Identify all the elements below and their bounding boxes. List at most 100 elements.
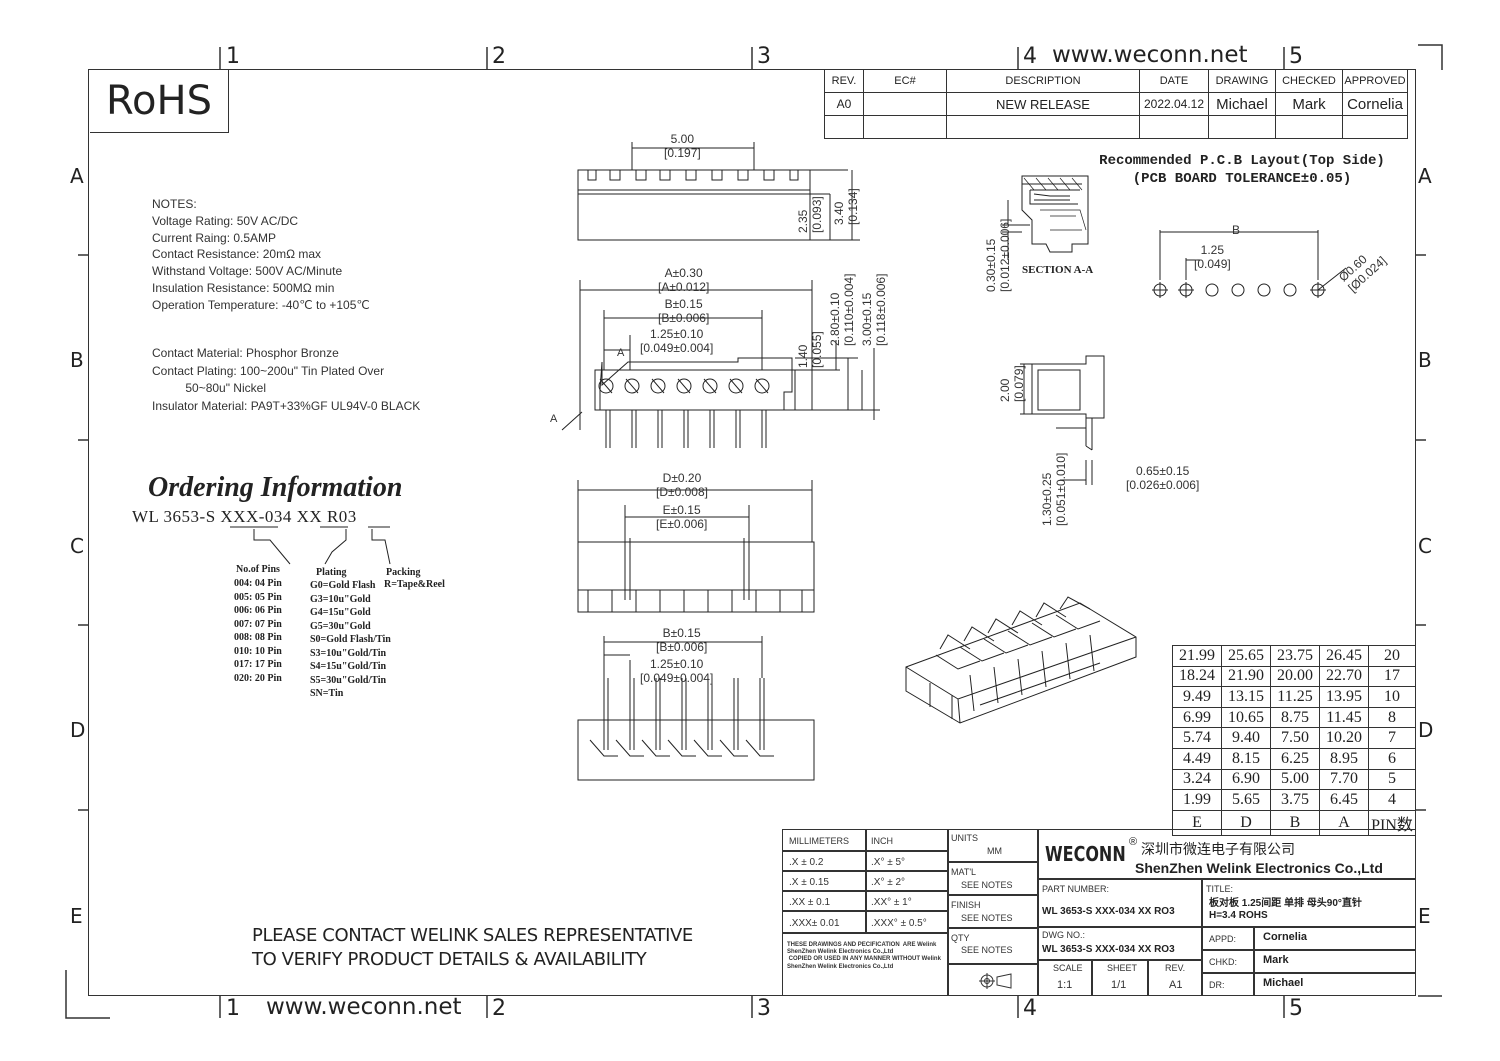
ec-header: EC# <box>863 69 947 93</box>
dim-top-width: 5.00[0.197] <box>664 132 701 160</box>
dim-b2: B±0.15[B±0.006] <box>656 626 707 654</box>
dim-value: 5.00 <box>670 132 695 146</box>
pin-table-cell: 3.75 <box>1270 789 1320 811</box>
dim-inch: [0.118±0.006] <box>874 273 888 346</box>
rev-cell: REV. A1 <box>1148 960 1202 996</box>
title-block: MILLIMETERS INCH .X ± 0.2 .X° ± 5° .X ± … <box>782 829 1416 996</box>
company-name-cn: 深圳市微连电子有限公司 <box>1141 841 1295 857</box>
pin-table-cell: 6.90 <box>1221 768 1271 791</box>
appd-label-cell: APPD: <box>1202 927 1254 950</box>
dim-inch: [0.012±0.006] <box>998 218 1012 292</box>
pins-label: No.of Pins <box>236 564 280 575</box>
website-top[interactable]: www.weconn.net <box>1052 42 1248 68</box>
pin-table-cell: 4.49 <box>1172 747 1222 770</box>
zone-row-b-right: B <box>1418 348 1432 372</box>
units-cell: UNITS MM <box>948 829 1038 862</box>
dim-value: 2.35 <box>796 209 810 233</box>
dim-value: A±0.30 <box>664 266 703 280</box>
sheet-cell: SHEET 1/1 <box>1092 960 1148 996</box>
dim-pin-height: 1.30±0.25[0.051±0.010] <box>1040 453 1068 526</box>
scale-label: SCALE <box>1053 963 1083 973</box>
dr-label: DR: <box>1209 980 1225 990</box>
tol-mm-4: .XXX± 0.01 <box>782 911 866 933</box>
section-mark-a-top: A <box>617 347 625 359</box>
zone-col-4: 4 <box>1023 44 1037 69</box>
rev-empty <box>1208 115 1276 139</box>
chkd-label: CHKD: <box>1209 957 1238 967</box>
drawing-border <box>88 69 1416 996</box>
dim-value: 1.40 <box>796 344 810 368</box>
pin-table-cell: E <box>1172 809 1222 836</box>
chkd-value: Mark <box>1263 954 1289 966</box>
title-cell: TITLE: 板对板 1.25间距 单排 母头90°直针 H=3.4 ROHS <box>1202 879 1416 927</box>
dwg-no-cell: DWG NO.: WL 3653-S XXX-034 XX RO3 <box>1038 927 1202 960</box>
zone-col-4-bottom: 4 <box>1023 996 1037 1021</box>
pin-table-cell: 11.45 <box>1319 706 1369 729</box>
matl-label: MAT'L <box>951 867 977 877</box>
brand-logo: WECONN <box>1045 842 1126 866</box>
pcb-dim-b: B <box>1232 223 1241 237</box>
notes-text: NOTES: Voltage Rating: 50V AC/DC Current… <box>152 197 370 312</box>
scale-cell: SCALE 1:1 <box>1038 960 1092 996</box>
tol-mm-1: .X ± 0.2 <box>782 851 866 871</box>
pin-table-cell: 6.99 <box>1172 706 1222 729</box>
appd-value: Cornelia <box>1263 931 1308 943</box>
dim-value: D±0.20 <box>662 471 702 485</box>
dim-side-height: 2.00[0.079] <box>998 365 1026 402</box>
pin-table-cell: B <box>1270 809 1320 836</box>
dim-inch: [0.079] <box>1012 365 1026 402</box>
pin-table-cell: 1.99 <box>1172 789 1222 811</box>
rev-header: REV. <box>824 69 864 93</box>
website-bottom[interactable]: www.weconn.net <box>266 994 462 1020</box>
tol-mm-3: .XX ± 0.1 <box>782 891 866 911</box>
pin-table-cell: 25.65 <box>1221 645 1271 667</box>
dim-inch: [0.110±0.004] <box>842 273 856 346</box>
dim-value: 1.30±0.25 <box>1040 472 1054 526</box>
dim-value: 0.65±0.15 <box>1136 464 1190 478</box>
zone-row-c-right: C <box>1418 534 1432 558</box>
pin-table-cell: 7.50 <box>1270 727 1320 749</box>
pin-table-cell: D <box>1221 809 1271 836</box>
ordering-title: Ordering Information <box>148 472 403 503</box>
pin-table-cell: 8 <box>1368 706 1416 729</box>
dim-value: B±0.15 <box>662 626 701 640</box>
pin-table-cell: 13.15 <box>1221 686 1271 708</box>
sheet-label: SHEET <box>1107 963 1138 973</box>
matl-value: SEE NOTES <box>961 880 1013 890</box>
pin-table-cell: 3.24 <box>1172 768 1222 791</box>
materials-text: Contact Material: Phosphor Bronze Contac… <box>152 346 421 413</box>
revision-table: REV. EC# DESCRIPTION DATE DRAWING CHECKE… <box>824 69 1408 139</box>
dim-value: B±0.15 <box>664 297 703 311</box>
pin-table-cell: A <box>1319 809 1369 836</box>
dim-section-height: 0.30±0.15[0.012±0.006] <box>984 219 1012 292</box>
dim-inch: [0.049±0.004] <box>640 671 714 685</box>
pin-table-cell: 11.25 <box>1270 686 1320 708</box>
drawing-value: Michael <box>1208 92 1276 116</box>
zone-col-5-bottom: 5 <box>1289 996 1303 1021</box>
projection-symbol-cell <box>948 964 1038 996</box>
dim-value: E±0.15 <box>662 503 701 517</box>
projection-icon <box>979 973 1012 989</box>
part-number-label: PART NUMBER: <box>1042 884 1110 894</box>
inch-header: INCH <box>866 829 948 851</box>
dim-inch: [E±0.006] <box>656 517 708 531</box>
dim-value: 2.80±0.10 <box>828 292 842 346</box>
finish-cell: FINISH SEE NOTES <box>948 895 1038 928</box>
top-view <box>577 142 860 241</box>
dim-value: 1.25 <box>1200 243 1225 257</box>
units-value: MM <box>987 846 1002 856</box>
pcb-dim-pitch: 1.25[0.049] <box>1194 243 1231 271</box>
pin-table-cell: 26.45 <box>1319 645 1369 667</box>
matl-cell: MAT'L SEE NOTES <box>948 862 1038 895</box>
dim-inch: [0.049±0.004] <box>640 341 714 355</box>
pin-table-cell: 20 <box>1368 645 1416 667</box>
pin-table-cell: 6.25 <box>1270 747 1320 770</box>
pins-list: 004: 04 Pin 005: 05 Pin 006: 06 Pin 007:… <box>234 578 282 684</box>
pin-table-cell: 21.90 <box>1221 665 1271 688</box>
pin-table-cell: 23.75 <box>1270 645 1320 667</box>
